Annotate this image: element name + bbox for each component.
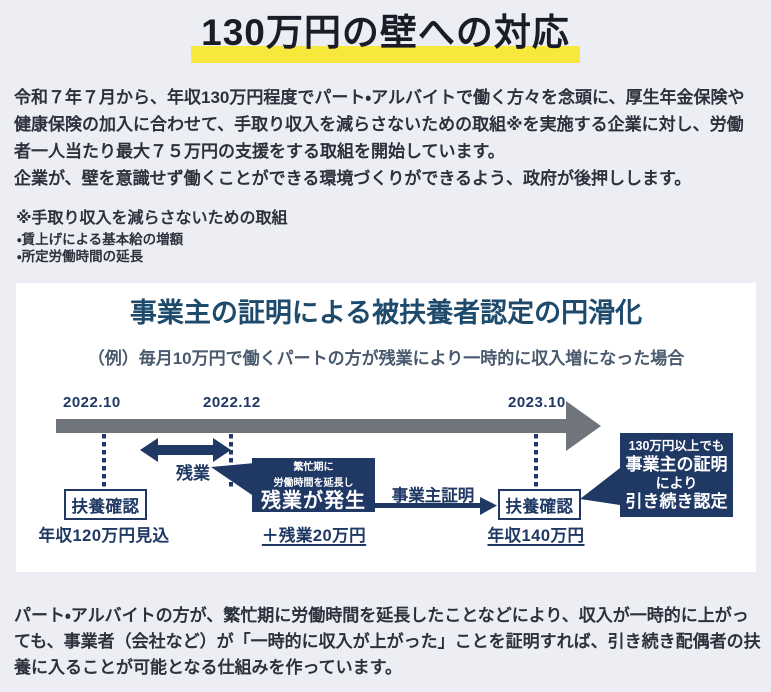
intro-paragraph-1: 令和７年７月から、年収130万円程度でパート・アルバイトで働く方々を念頭に、厚生… <box>14 88 745 161</box>
overtime-amount-caption: ＋残業20万円 <box>261 527 367 545</box>
overtime-occurred-box: 繁忙期に 労働時間を延長し 残業が発生 <box>252 458 375 512</box>
card-title: 事業主の証明による被扶養者認定の円滑化 <box>129 298 643 328</box>
note-bullet-1: ・賃上げによる基本給の増額 <box>17 232 184 247</box>
page-title-highlight: 130万円の壁への対応 <box>191 2 580 63</box>
outro-paragraph: パート・アルバイトの方が、繁忙期に労働時間を延長したことなどにより、収入が一時的… <box>14 606 761 677</box>
callout-tail-icon <box>580 468 620 505</box>
overtime-box-main-text: 残業が発生 <box>261 490 366 512</box>
employer-proof-label: 事業主証明 <box>391 487 475 505</box>
overtime-double-arrow-icon <box>140 438 231 462</box>
timeline-date-2023-10: 2023.10 <box>508 394 566 411</box>
overtime-box-small-line-1: 繁忙期に <box>293 462 334 473</box>
continued-certification-callout: 130万円以上でも 事業主の証明 により 引き続き認定 <box>620 433 733 517</box>
diagram-card: 事業主の証明による被扶養者認定の円滑化 （例）毎月10万円で働くパートの方が残業… <box>16 283 756 572</box>
callout-line-3: により <box>655 475 698 491</box>
card-subtitle: （例）毎月10万円で働くパートの方が残業により一時的に収入増になった場合 <box>87 349 685 368</box>
income-estimate-caption: 年収120万円見込 <box>38 527 170 545</box>
income-result-caption: 年収140万円 <box>487 527 585 545</box>
employer-proof-arrowhead-icon <box>480 497 497 515</box>
timeline-date-2022-10: 2022.10 <box>63 394 121 411</box>
callout-line-1: 130万円以上でも <box>628 439 725 453</box>
note-heading: ※手取り収入を減らさないための取組 <box>16 210 288 227</box>
timeline-diagram-shapes <box>56 401 620 515</box>
note-bullet-list: ・賃上げによる基本給の増額 ・所定労働時間の延長 <box>17 231 183 265</box>
page-title: 130万円の壁への対応 <box>0 2 771 63</box>
note-bullet-2: ・所定労働時間の延長 <box>17 249 144 264</box>
callout-line-2: 事業主の証明 <box>625 455 728 474</box>
overtime-box-small-line-2: 労働時間を延長し <box>273 477 354 489</box>
employer-proof-arrow-shaft <box>375 503 481 508</box>
intro-text: 令和７年７月から、年収130万円程度でパート・アルバイトで働く方々を念頭に、厚生… <box>14 84 760 192</box>
overtime-label: 残業 <box>176 464 210 483</box>
intro-paragraph-2: 企業が、壁を意識せず働くことができる環境づくりができるよう、政府が後押しします。 <box>14 169 692 188</box>
timeline-date-2022-12: 2022.12 <box>203 394 261 411</box>
dependent-check-box-right: 扶養確認 <box>498 489 581 520</box>
overtime-box-tail-icon <box>211 463 255 497</box>
callout-line-4: 引き続き認定 <box>625 492 728 511</box>
timeline-arrowhead-icon <box>566 401 601 451</box>
dependent-check-box-left: 扶養確認 <box>64 489 147 520</box>
timeline-bar <box>56 419 566 433</box>
